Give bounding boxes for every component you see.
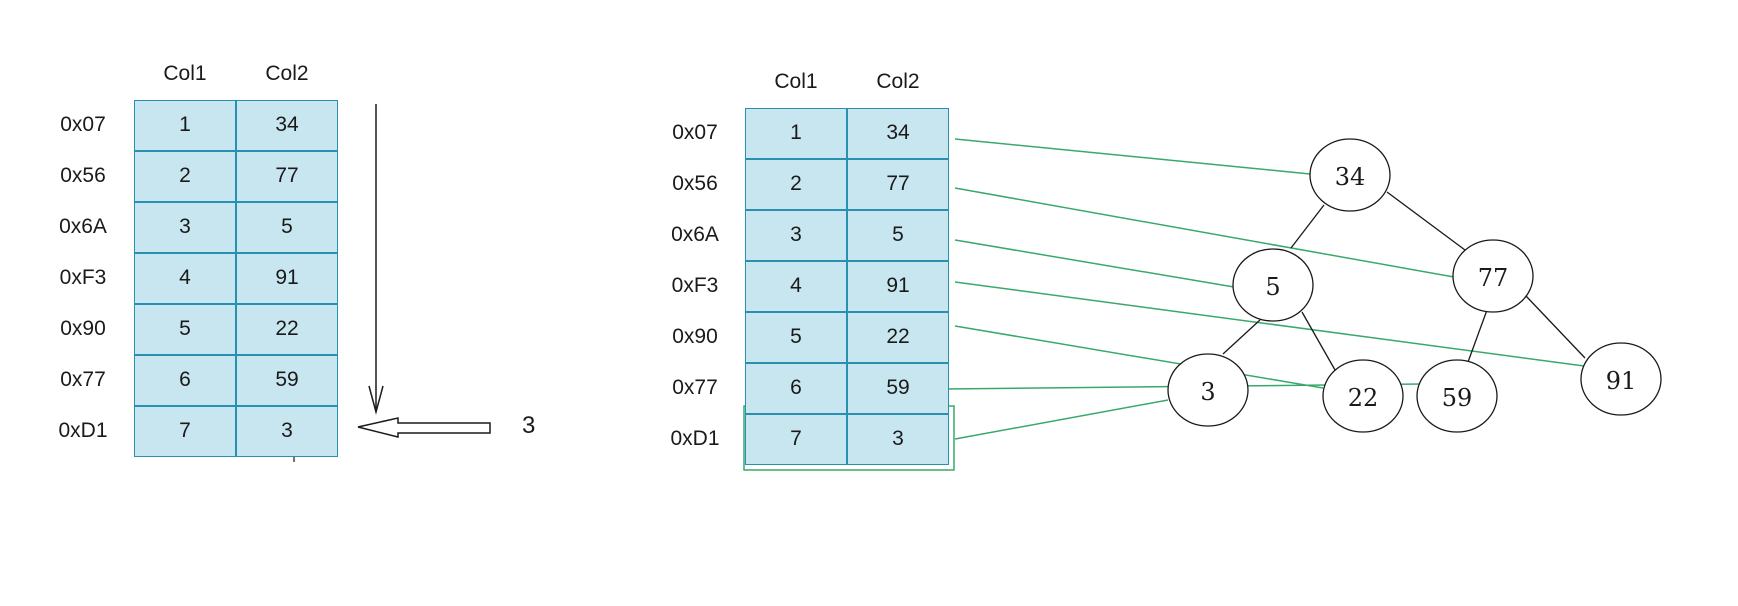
tree-edge (1386, 191, 1466, 251)
row-address: 0x6A (671, 223, 719, 246)
tree-labels: 34 5 77 3 22 59 91 (1200, 163, 1636, 412)
row-address: 0x07 (60, 113, 106, 136)
column-header: Col2 (876, 70, 920, 93)
table-cell: 7 (745, 414, 847, 465)
tree-node-label: 77 (1478, 264, 1509, 292)
tree-node-label: 59 (1442, 384, 1473, 412)
tree-edges (1222, 191, 1586, 378)
tree-node (1452, 239, 1534, 313)
tree-node (1416, 359, 1498, 433)
tree-node-label: 22 (1348, 384, 1379, 412)
row-address: 0x77 (60, 368, 106, 391)
table-cell: 59 (236, 355, 338, 406)
row-address: 0xF3 (671, 274, 719, 297)
table-cell: 91 (236, 253, 338, 304)
table-cell: 2 (134, 151, 236, 202)
table-cell: 3 (236, 406, 338, 457)
table-cell: 1 (134, 100, 236, 151)
tree-node (1232, 248, 1314, 322)
link-line (954, 281, 1585, 367)
table-cell: 3 (847, 414, 949, 465)
table-cell: 1 (745, 108, 847, 159)
tree-node-label: 34 (1335, 163, 1366, 191)
table-cell: 5 (236, 202, 338, 253)
table-cell: 6 (745, 363, 847, 414)
tree-node-label: 5 (1265, 273, 1280, 301)
table-cell: 3 (745, 210, 847, 261)
tree-node (1322, 359, 1404, 433)
tree-node (1580, 342, 1662, 416)
table-cell: 5 (134, 304, 236, 355)
tree-node-label: 91 (1606, 367, 1637, 395)
tree-edge (1290, 204, 1325, 249)
tree-node-label: 3 (1200, 378, 1215, 406)
link-line (954, 138, 1311, 175)
tree-edge (1222, 319, 1261, 355)
row-address: 0x07 (672, 121, 718, 144)
table-cell: 22 (236, 304, 338, 355)
link-line (954, 399, 1169, 440)
table-cell: 77 (847, 159, 949, 210)
table-cell: 5 (847, 210, 949, 261)
table-cell: 59 (847, 363, 949, 414)
table-cell: 22 (847, 312, 949, 363)
column-header: Col2 (265, 62, 309, 85)
tree-edge (1525, 295, 1586, 359)
table-cell: 3 (134, 202, 236, 253)
row-address: 0x56 (60, 164, 106, 187)
tree-node (1309, 138, 1391, 212)
table-cell: 4 (134, 253, 236, 304)
search-value-label: 3 (522, 412, 536, 439)
tree-node (1167, 353, 1249, 427)
row-address: 0xF3 (59, 266, 107, 289)
table-cell: 7 (134, 406, 236, 457)
table-cell: 4 (745, 261, 847, 312)
table-cell: 34 (847, 108, 949, 159)
row-address: 0xD1 (58, 419, 108, 442)
row-address: 0x56 (672, 172, 718, 195)
table-cell: 77 (236, 151, 338, 202)
table-cell: 91 (847, 261, 949, 312)
link-line (954, 239, 1235, 288)
lookup-arrow (357, 417, 491, 438)
row-address: 0xD1 (670, 427, 720, 450)
table-cell: 2 (745, 159, 847, 210)
row-address: 0x90 (60, 317, 106, 340)
scan-arrow (368, 104, 384, 415)
table-cell: 5 (745, 312, 847, 363)
table-cell: 6 (134, 355, 236, 406)
link-line (954, 325, 1324, 389)
tree-edge (1467, 309, 1488, 363)
row-address: 0x6A (59, 215, 107, 238)
column-header: Col1 (774, 70, 818, 93)
row-address: 0x77 (672, 376, 718, 399)
tree-nodes (1167, 138, 1662, 433)
column-header: Col1 (163, 62, 207, 85)
tree-edge (1301, 311, 1340, 378)
link-line (954, 187, 1455, 278)
row-address: 0x90 (672, 325, 718, 348)
table-cell: 34 (236, 100, 338, 151)
